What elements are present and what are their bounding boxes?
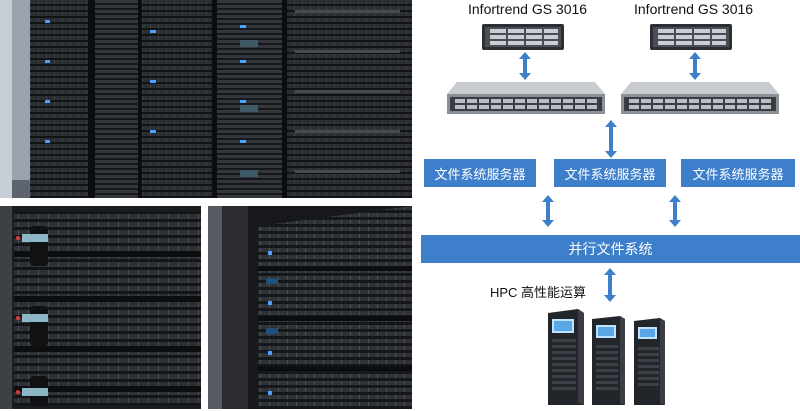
storage-label-right: Infortrend GS 3016 <box>634 1 754 17</box>
network-switch-right <box>621 80 779 118</box>
storage-shelves-photo-left <box>0 206 201 409</box>
arrow-switch-server <box>604 120 618 158</box>
storage-shelves-photo-right <box>208 206 412 409</box>
hpc-architecture-diagram: Infortrend GS 3016 Infortrend GS 3016 <box>415 0 800 409</box>
storage-device-left <box>482 22 564 52</box>
hpc-label: HPC 高性能运算 <box>490 285 587 300</box>
arrow-server-fs-right <box>668 195 682 227</box>
datacenter-photo-top <box>0 0 412 198</box>
arrow-storage-switch-right <box>688 52 702 80</box>
arrow-storage-switch-left <box>518 52 532 80</box>
network-switch-left <box>447 80 605 118</box>
file-server-box-2: 文件系统服务器 <box>554 159 666 187</box>
storage-label-left: Infortrend GS 3016 <box>468 1 588 17</box>
arrow-fs-hpc <box>603 268 617 302</box>
storage-device-right <box>650 22 732 52</box>
parallel-file-system-bar: 并行文件系统 <box>421 235 800 263</box>
arrow-server-fs-left <box>541 195 555 227</box>
file-server-box-1: 文件系统服务器 <box>424 159 536 187</box>
hpc-server-towers <box>540 305 670 407</box>
file-server-box-3: 文件系统服务器 <box>681 159 795 187</box>
